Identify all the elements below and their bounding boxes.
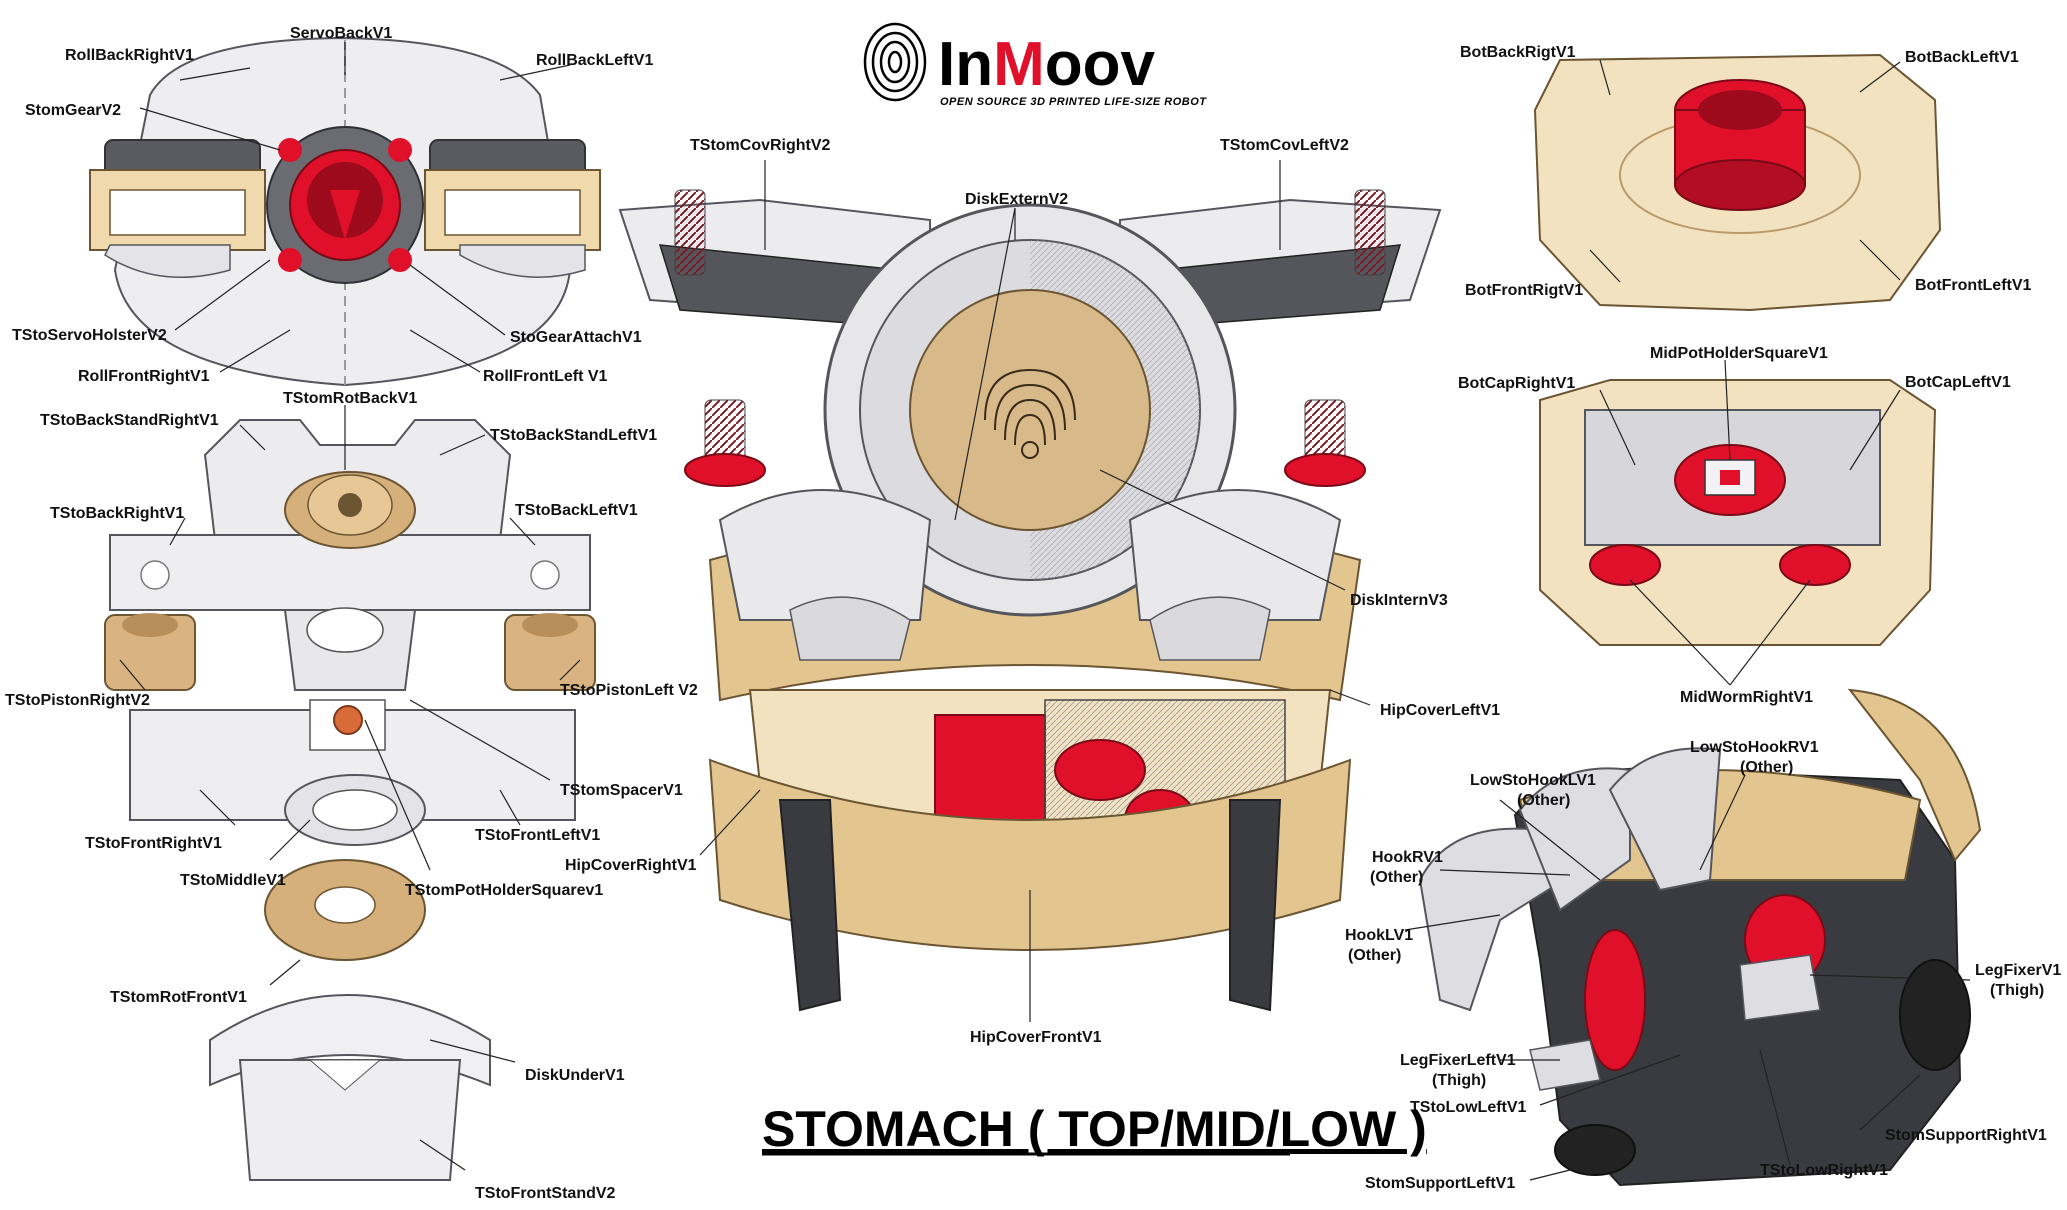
label-mid-pot-holder-square: MidPotHolderSquareV1 (1650, 345, 1828, 362)
roll-assembly-view (89, 36, 601, 387)
fingerprint-logo-icon (863, 22, 927, 102)
label-tstom-cov-right: TStomCovRightV2 (690, 137, 831, 154)
fingerprint-emblem (984, 368, 1076, 459)
label-tsto-front-right: TStoFrontRightV1 (85, 835, 222, 852)
label-servo-back: ServoBackV1 (290, 25, 392, 42)
label-bot-back-left: BotBackLeftV1 (1905, 49, 2019, 66)
label-hip-cover-left: HipCoverLeftV1 (1380, 702, 1500, 719)
label-tsto-back-left: TStoBackLeftV1 (515, 502, 638, 519)
label-tsto-low-right: TStoLowRightV1 (1760, 1162, 1888, 1179)
inmoov-logo: InMoov OPEN SOURCE 3D PRINTED LIFE-SIZE … (863, 22, 1207, 108)
low-stomach-view (1418, 688, 1982, 1187)
label-bot-front-right: BotFrontRigtV1 (1465, 282, 1583, 299)
label-roll-back-right: RollBackRightV1 (65, 47, 194, 64)
diagram-title: STOMACH ( TOP/MID/LOW ) (762, 1101, 1427, 1157)
label-tstom-pot-holder-square: TStomPotHolderSquarev1 (405, 882, 603, 899)
label-disk-intern: DiskInternV3 (1350, 592, 1448, 609)
label-leg-fixer-left-note: (Thigh) (1432, 1072, 1486, 1089)
label-tsto-back-stand-left: TStoBackStandLeftV1 (490, 427, 657, 444)
label-low-sto-hook-r-note: (Other) (1740, 759, 1793, 776)
label-leg-fixer-right: LegFixerV1 (1975, 962, 2061, 979)
part-labels: ServoBackV1 RollBackRightV1 RollBackLeft… (5, 25, 2061, 1202)
label-hip-cover-front: HipCoverFrontV1 (970, 1029, 1102, 1046)
tsto-back-stand-view (104, 419, 596, 846)
label-tsto-back-right: TStoBackRightV1 (50, 505, 184, 522)
bot-back-view (1533, 53, 1942, 312)
label-stom-support-left: StomSupportLeftV1 (1365, 1175, 1515, 1192)
label-tstom-rot-back: TStomRotBackV1 (283, 390, 417, 407)
leader-lines (119, 42, 1971, 1181)
label-roll-back-left: RollBackLeftV1 (536, 52, 653, 69)
label-stom-support-right: StomSupportRightV1 (1885, 1127, 2047, 1144)
label-low-sto-hook-l-note: (Other) (1517, 792, 1570, 809)
label-bot-back-right: BotBackRigtV1 (1460, 44, 1576, 61)
label-roll-front-left: RollFrontLeft V1 (483, 368, 608, 385)
label-tsto-front-left: TStoFrontLeftV1 (475, 827, 600, 844)
label-hip-cover-right: HipCoverRightV1 (565, 857, 697, 874)
label-sto-gear-attach: StoGearAttachV1 (510, 329, 642, 346)
logo-tagline: OPEN SOURCE 3D PRINTED LIFE-SIZE ROBOT (940, 96, 1207, 108)
label-hook-l: HookLV1 (1345, 927, 1413, 944)
label-bot-cap-left: BotCapLeftV1 (1905, 374, 2011, 391)
label-roll-front-right: RollFrontRightV1 (78, 368, 210, 385)
label-stom-gear: StomGearV2 (25, 102, 121, 119)
label-low-sto-hook-l: LowStoHookLV1 (1470, 772, 1596, 789)
label-tsto-back-stand-right: TStoBackStandRightV1 (40, 412, 219, 429)
label-hook-r-note: (Other) (1370, 869, 1423, 886)
svg-text:InMoov: InMoov (938, 30, 1156, 99)
label-tsto-front-stand: TStoFrontStandV2 (475, 1185, 616, 1202)
label-tsto-piston-left: TStoPistonLeft V2 (560, 682, 698, 699)
label-tstom-cov-left: TStomCovLeftV2 (1220, 137, 1349, 154)
label-tstom-rot-front: TStomRotFrontV1 (110, 989, 247, 1006)
label-bot-front-left: BotFrontLeftV1 (1915, 277, 2032, 294)
label-disk-extern: DiskExternV2 (965, 191, 1068, 208)
label-leg-fixer-left: LegFixerLeftV1 (1400, 1052, 1516, 1069)
label-disk-under: DiskUnderV1 (525, 1067, 625, 1084)
label-tsto-piston-right: TStoPistonRightV2 (5, 692, 150, 709)
label-low-sto-hook-r: LowStoHookRV1 (1690, 739, 1819, 756)
disk-under-view (209, 859, 491, 1181)
label-mid-worm-right: MidWormRightV1 (1680, 689, 1813, 706)
label-tsto-low-left: TStoLowLeftV1 (1410, 1099, 1527, 1116)
bot-cap-view (1539, 379, 1937, 646)
stomach-main-assembly (618, 189, 1442, 1012)
label-hook-l-note: (Other) (1348, 947, 1401, 964)
label-bot-cap-right: BotCapRightV1 (1458, 375, 1575, 392)
label-tsto-middle: TStoMiddleV1 (180, 872, 286, 889)
label-leg-fixer-right-note: (Thigh) (1990, 982, 2044, 999)
label-hook-r: HookRV1 (1372, 849, 1443, 866)
label-tstom-spacer: TStomSpacerV1 (560, 782, 683, 799)
label-tsto-servo-holster: TStoServoHolsterV2 (12, 327, 167, 344)
